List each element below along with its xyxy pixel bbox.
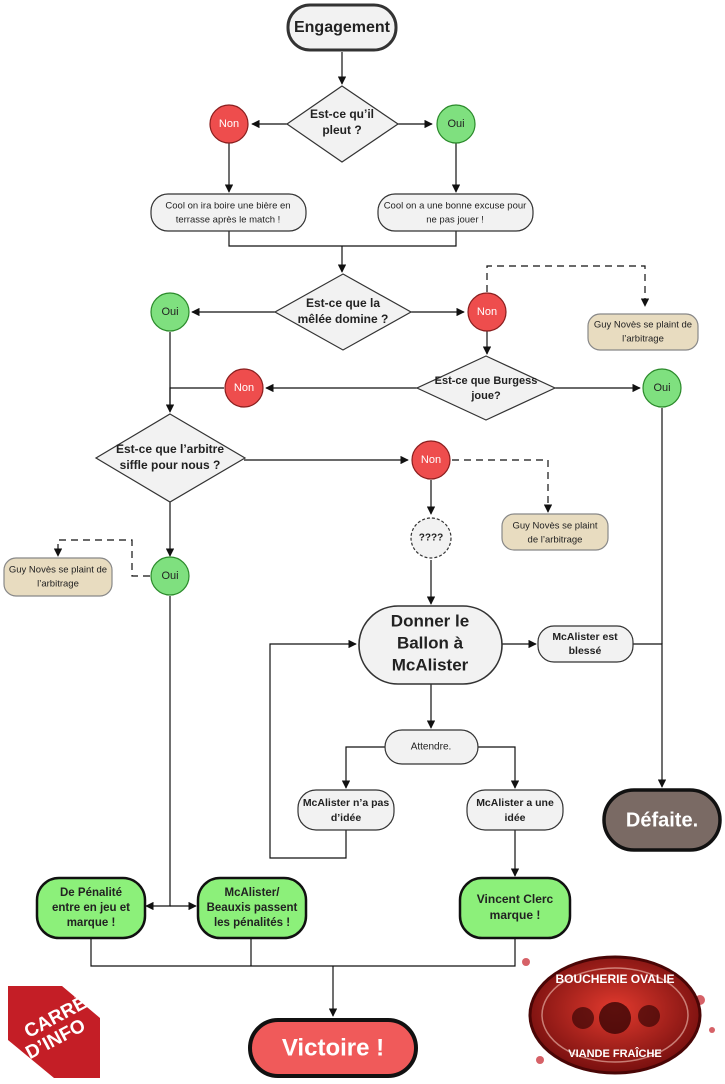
svg-text:McAlister/: McAlister/ — [225, 887, 281, 899]
rain-question: Est-ce qu’il pleut ? — [285, 85, 400, 163]
svg-text:Oui: Oui — [447, 118, 464, 130]
svg-text:Victoire !: Victoire ! — [282, 1034, 384, 1061]
svg-text:Guy Novès se plaint de: Guy Novès se plaint de — [594, 320, 692, 331]
svg-text:Défaite.: Défaite. — [626, 809, 698, 831]
svg-text:Vincent Clerc: Vincent Clerc — [477, 892, 554, 906]
svg-text:Non: Non — [219, 118, 239, 130]
svg-text:joue?: joue? — [470, 390, 501, 402]
idea-node: McAlister a une idée — [466, 789, 564, 831]
burgess-yes-badge: Oui — [642, 368, 682, 408]
rain-no-message: Cool on ira boire une bière en terrasse … — [150, 193, 307, 232]
defeat-node: Défaite. — [602, 788, 722, 852]
noves-complaint-2: Guy Novès se plaint de l’arbitrage — [501, 513, 609, 551]
noves-complaint-3: Guy Novès se plaint de l’arbitrage — [3, 557, 113, 597]
svg-text:????: ???? — [419, 533, 443, 544]
referee-question: Est-ce que l’arbitre siffle pour nous ? — [94, 413, 247, 503]
clerc-node: Vincent Clerc marque ! — [458, 876, 572, 940]
svg-text:d’idée: d’idée — [331, 812, 362, 824]
svg-text:Cool on ira boire une bière en: Cool on ira boire une bière en — [165, 201, 290, 212]
svg-text:Non: Non — [421, 454, 441, 466]
svg-text:BOUCHERIE OVALIE: BOUCHERIE OVALIE — [555, 972, 674, 986]
injured-node: McAlister est blessé — [537, 625, 634, 663]
burgess-no-badge: Non — [224, 368, 264, 408]
burgess-question: Est-ce que Burgess joue? — [415, 355, 557, 421]
svg-text:siffle pour nous ?: siffle pour nous ? — [120, 458, 221, 472]
scrum-question: Est-ce que la mêlée domine ? — [273, 273, 413, 351]
rain-no-badge: Non — [209, 104, 249, 144]
svg-text:McAlister est: McAlister est — [552, 631, 618, 643]
svg-text:Guy Novès se plaint de: Guy Novès se plaint de — [9, 565, 107, 576]
connectors — [53, 52, 667, 1017]
svg-text:VIANDE FRAÎCHE: VIANDE FRAÎCHE — [568, 1047, 662, 1060]
referee-yes-badge: Oui — [150, 556, 190, 596]
penalty-try-node: De Pénalité entre en jeu et marque ! — [35, 876, 147, 940]
svg-text:terrasse après le match !: terrasse après le match ! — [176, 215, 281, 226]
svg-text:Beauxis passent: Beauxis passent — [207, 902, 298, 914]
engagement-start: Engagement — [286, 3, 398, 52]
svg-text:Cool on a une bonne excuse pou: Cool on a une bonne excuse pour — [384, 201, 527, 212]
rain-yes-message: Cool on a une bonne excuse pour ne pas j… — [377, 193, 534, 232]
boucherie-ovalie-logo: BOUCHERIE OVALIE VIANDE FRAÎCHE — [522, 955, 715, 1075]
victory-node: Victoire ! — [248, 1018, 418, 1078]
scrum-no-badge: Non — [467, 292, 507, 332]
carre-dinfo-logo: CARRÉ D’INFO — [8, 986, 100, 1078]
svg-text:Oui: Oui — [161, 306, 178, 318]
svg-text:entre en jeu et: entre en jeu et — [52, 902, 130, 914]
svg-text:McAlister a une: McAlister a une — [476, 797, 554, 809]
svg-text:Non: Non — [234, 382, 254, 394]
svg-text:mêlée domine ?: mêlée domine ? — [298, 312, 389, 326]
svg-text:de l’arbitrage: de l’arbitrage — [528, 535, 583, 546]
svg-text:Oui: Oui — [653, 382, 670, 394]
svg-text:les pénalités !: les pénalités ! — [214, 917, 290, 929]
penalties-node: McAlister/ Beauxis passent les pénalités… — [196, 876, 308, 940]
svg-text:l’arbitrage: l’arbitrage — [622, 334, 664, 345]
svg-text:McAlister n’a pas: McAlister n’a pas — [303, 797, 390, 809]
no-idea-node: McAlister n’a pas d’idée — [297, 789, 395, 831]
svg-text:l’arbitrage: l’arbitrage — [37, 579, 79, 590]
svg-text:blessé: blessé — [569, 645, 602, 657]
rain-yes-badge: Oui — [436, 104, 476, 144]
svg-text:Donner le: Donner le — [391, 611, 469, 630]
scrum-yes-badge: Oui — [150, 292, 190, 332]
svg-text:marque !: marque ! — [490, 908, 541, 922]
engagement-label: Engagement — [294, 19, 391, 36]
svg-text:idée: idée — [504, 812, 525, 824]
svg-text:McAlister: McAlister — [392, 655, 469, 674]
svg-text:Est-ce que Burgess: Est-ce que Burgess — [435, 375, 538, 387]
svg-text:Est-ce que l’arbitre: Est-ce que l’arbitre — [116, 442, 224, 456]
svg-text:Guy Novès se plaint: Guy Novès se plaint — [512, 521, 597, 532]
svg-text:Non: Non — [477, 306, 497, 318]
svg-text:pleut ?: pleut ? — [322, 123, 361, 137]
svg-text:Attendre.: Attendre. — [411, 742, 452, 753]
svg-text:Est-ce qu’il: Est-ce qu’il — [310, 107, 374, 121]
give-ball-node: Donner le Ballon à McAlister — [358, 605, 503, 685]
svg-text:ne pas jouer !: ne pas jouer ! — [426, 215, 484, 226]
svg-text:De Pénalité: De Pénalité — [60, 887, 122, 899]
unknown-node: ???? — [410, 517, 452, 559]
svg-text:Ballon à: Ballon à — [397, 633, 464, 652]
svg-text:Oui: Oui — [161, 570, 178, 582]
svg-text:Est-ce que la: Est-ce que la — [306, 296, 380, 310]
wait-node: Attendre. — [384, 729, 479, 765]
referee-no-badge: Non — [411, 440, 451, 480]
noves-complaint-1: Guy Novès se plaint de l’arbitrage — [587, 313, 699, 351]
svg-text:marque !: marque ! — [67, 917, 116, 929]
